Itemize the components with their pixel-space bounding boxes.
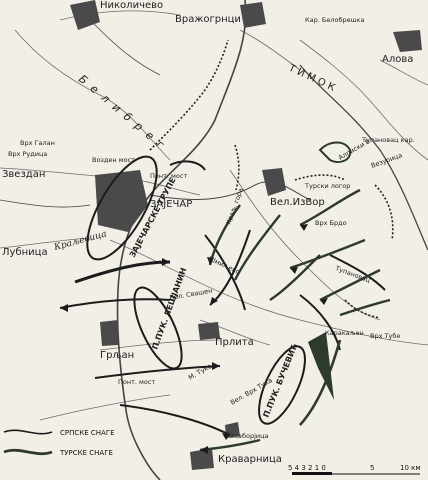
town-prlita — [198, 322, 220, 340]
legend: СРПСКЕ СНАГЕ ТУРСКЕ СНАГЕ — [3, 429, 115, 457]
label-kar-belobreska: Кар. Белобрешка — [305, 16, 364, 24]
label-pont-most-1: Понт. мост — [150, 172, 187, 180]
label-vel-izvor: Вел.ИзВор — [270, 197, 325, 208]
legend-serbian-label: СРПСКЕ СНАГЕ — [60, 429, 115, 437]
scale-ten: 10 км — [400, 464, 421, 472]
label-zavborjica: Завборјица — [230, 432, 269, 440]
town-vel-izvor — [262, 168, 286, 196]
ridges — [149, 39, 394, 319]
label-tupanovac-kar: Тупановац кар. — [361, 136, 415, 144]
label-turski-logor: Турски логор — [304, 182, 350, 190]
serbian-forces — [59, 155, 386, 436]
town-nikolicevo — [70, 0, 100, 30]
label-vrazogrnci: Вражогрнци — [175, 14, 241, 25]
label-beli-breg: Б е л и б р е г — [76, 72, 168, 152]
scale-ticks: 5 4 3 2 1 0 — [288, 464, 326, 472]
scale-bar: 5 4 3 2 1 0 5 10 км — [288, 464, 421, 475]
label-alova: Алова — [382, 54, 413, 65]
label-zajecar: ЗАЈЕЧАР — [150, 199, 192, 210]
legend-serbian-symbol — [3, 429, 53, 435]
label-grljan: Грљан — [100, 350, 134, 361]
label-zajecar-gore: Краљ. гора — [224, 187, 245, 226]
label-kravarnica: Краварница — [218, 454, 282, 465]
town-zajecar — [95, 170, 148, 232]
label-karakaljen: Каракаљен — [325, 329, 364, 337]
label-vrh-rudica: Врх Рудица — [8, 150, 47, 158]
legend-turkish-label: ТУРСКЕ СНАГЕ — [59, 449, 113, 457]
label-vrh-galan: Врх Галан — [20, 139, 55, 147]
zajecar-troops-oval — [86, 155, 158, 261]
turkish-forces — [199, 141, 391, 452]
label-kraljevica: Краљевица — [52, 229, 108, 253]
label-prlita: Прлита — [215, 337, 254, 348]
roads — [0, 10, 428, 421]
bucevic-oval — [258, 345, 306, 425]
label-zvezdan: Звездан — [2, 169, 45, 180]
label-nikolicevo: Николичево — [100, 0, 163, 11]
label-lubnica: Лубница — [2, 247, 48, 258]
label-plukovnik-lesjanin: П.ПУК. ЛЕШЈАНИН — [150, 267, 188, 351]
arrowheads — [60, 224, 328, 454]
town-kravarnica — [190, 448, 214, 470]
label-vrh-tuke: Врх Тубе — [370, 332, 400, 340]
towns — [70, 0, 422, 470]
town-vrazogrnci — [240, 2, 266, 28]
label-timok: Т И М О К — [286, 62, 337, 93]
label-vrh-brdo: Врх Брдо — [315, 219, 347, 227]
town-alova — [393, 30, 422, 52]
label-vozden-most: Возден мост — [92, 156, 135, 164]
town-grljan — [100, 320, 118, 346]
legend-turkish-symbol — [3, 448, 53, 456]
turkish-attack-wedge — [308, 332, 334, 400]
label-m-tuke: М. Туке — [187, 362, 213, 382]
lesjanin-oval — [133, 286, 183, 370]
label-pont-most-2: Понт. мост — [118, 378, 155, 386]
scale-five: 5 — [370, 464, 374, 472]
label-vezurica: Везурица — [370, 151, 403, 170]
